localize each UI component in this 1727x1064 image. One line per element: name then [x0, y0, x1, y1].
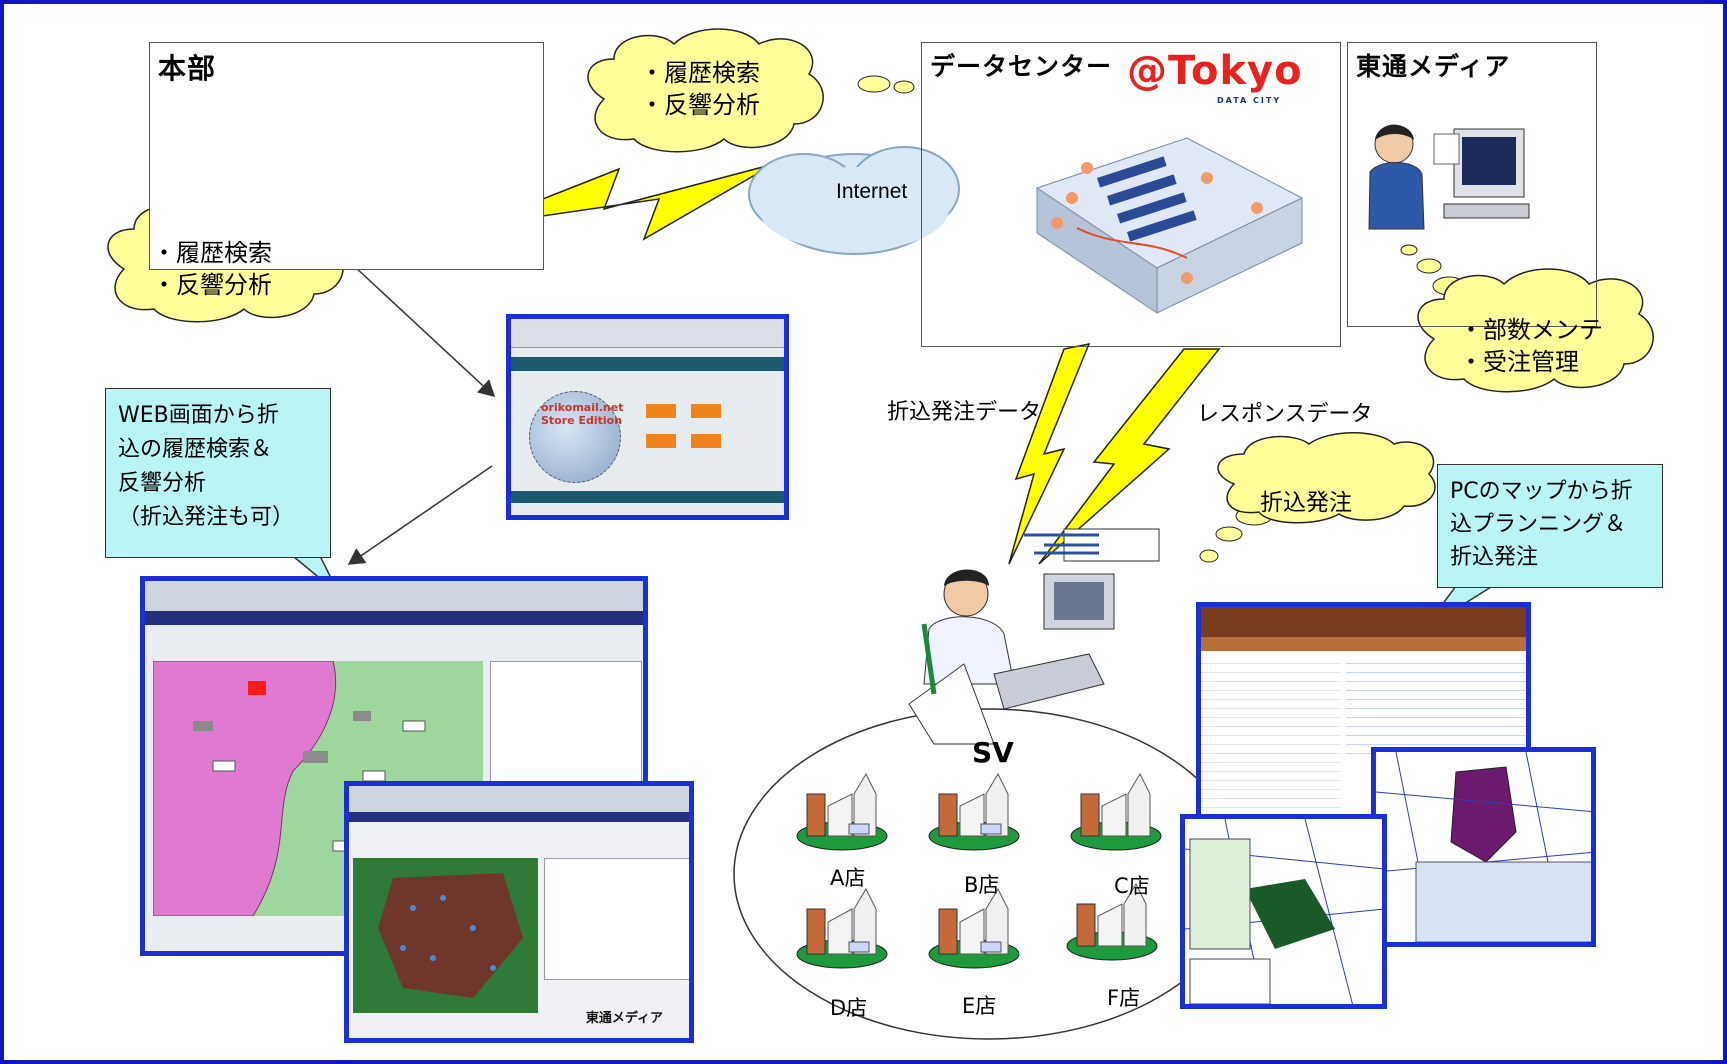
toutsu-title: 東通メディア [1356, 52, 1511, 81]
pc-note-line-1: PCのマップから折 [1450, 479, 1633, 504]
map-screenshot-planning [1180, 814, 1387, 1009]
map-screenshot-purple [1371, 747, 1596, 947]
order-data-label: 折込発注データ [887, 400, 1042, 425]
table-app-grid-right [1346, 655, 1526, 755]
map-screenshot-header [145, 611, 643, 625]
toutsu-person-icon [1368, 124, 1530, 230]
store-b-icon [928, 772, 1020, 851]
thought-cloud-sv [1199, 432, 1436, 563]
store-a-icon [796, 772, 888, 851]
lightning-bolt-response-data [1038, 348, 1221, 565]
web-note-line-3: 反響分析 [118, 471, 207, 496]
toutsu-thought-line-1: ・部数メンテ [1459, 316, 1603, 344]
red-map-table [544, 858, 689, 980]
thought-cloud-toutsu [1400, 244, 1654, 393]
hq-box: 本部 [149, 42, 544, 270]
web-portal-globe-icon [529, 391, 621, 483]
lightning-bolt-order-data [1008, 342, 1091, 565]
store-c-icon [1070, 772, 1162, 851]
pc-note: PCのマップから折 込プランニング＆ 折込発注 [1437, 464, 1663, 588]
store-f-icon [1066, 882, 1158, 961]
thought-cloud-top [587, 28, 915, 153]
web-portal-screenshot: orikomail.net Store Edition [506, 314, 789, 520]
arrow-web-to-screens [347, 465, 493, 565]
map-screenshot-toolbar [145, 581, 643, 611]
red-map-toolbar [349, 786, 689, 812]
arrow-hq-to-web [353, 265, 496, 398]
map-screenshot-red: 東通メディア [344, 781, 694, 1043]
store-d-icon [796, 887, 888, 969]
web-portal-logo-2: Store Edition [541, 414, 623, 427]
web-note: WEB画面から折 込の履歴検索＆ 反響分析 （折込発注も可） [105, 388, 331, 558]
store-f-label: F店 [1107, 986, 1141, 1010]
datacenter-logo-sub: DATA CITY [1217, 96, 1282, 105]
store-b-label: B店 [964, 873, 1000, 897]
sv-person-icon [908, 528, 1160, 745]
web-note-line-2: 込の履歴検索＆ [118, 437, 273, 462]
toutsu-thought-line-2: ・受注管理 [1459, 348, 1579, 376]
red-map-area[interactable] [353, 858, 538, 1013]
table-app-subheader [1201, 637, 1526, 651]
response-data-label: レスポンスデータ [1197, 402, 1373, 427]
top-thought-line-2: ・反響分析 [640, 91, 760, 119]
internet-cloud [748, 146, 960, 255]
store-d-label: D店 [830, 996, 868, 1020]
datacenter-box: データセンター @Tokyo DATA CITY [921, 42, 1341, 347]
sv-label: SV [972, 736, 1014, 769]
hq-title: 本部 [158, 52, 217, 85]
store-a-label: A店 [830, 866, 866, 890]
store-e-icon [928, 887, 1020, 969]
pc-note-line-2: 込プランニング＆ [1450, 512, 1627, 537]
datacenter-logo: @Tokyo [1127, 48, 1303, 94]
pc-note-line-3: 折込発注 [1450, 545, 1539, 570]
web-portal-menu-arrows [646, 404, 756, 464]
table-app-header [1201, 607, 1526, 637]
datacenter-building-image [1017, 128, 1307, 323]
footer-brand: 東通メディア [585, 1011, 663, 1026]
web-note-line-1: WEB画面から折 [118, 403, 279, 428]
web-portal-header [511, 357, 784, 371]
toutsu-box: 東通メディア [1347, 42, 1597, 327]
sv-thought-text: 折込発注 [1260, 490, 1352, 516]
hq-thought-line-1: ・履歴検索 [152, 239, 272, 267]
top-thought-line-1: ・履歴検索 [640, 59, 760, 87]
store-e-label: E店 [962, 994, 997, 1018]
hq-thought-line-2: ・反響分析 [152, 271, 272, 299]
store-c-label: C店 [1114, 874, 1150, 898]
red-map-header [349, 812, 689, 822]
table-app-grid-left [1201, 655, 1341, 815]
web-portal-footer [511, 491, 784, 503]
internet-label: Internet [836, 180, 908, 203]
web-portal-toolbar [511, 319, 784, 348]
web-portal-logo-1: orikomail.net [541, 401, 624, 414]
datacenter-title: データセンター [930, 52, 1113, 81]
web-note-line-4: （折込発注も可） [118, 505, 295, 530]
map-side-table [490, 661, 642, 793]
